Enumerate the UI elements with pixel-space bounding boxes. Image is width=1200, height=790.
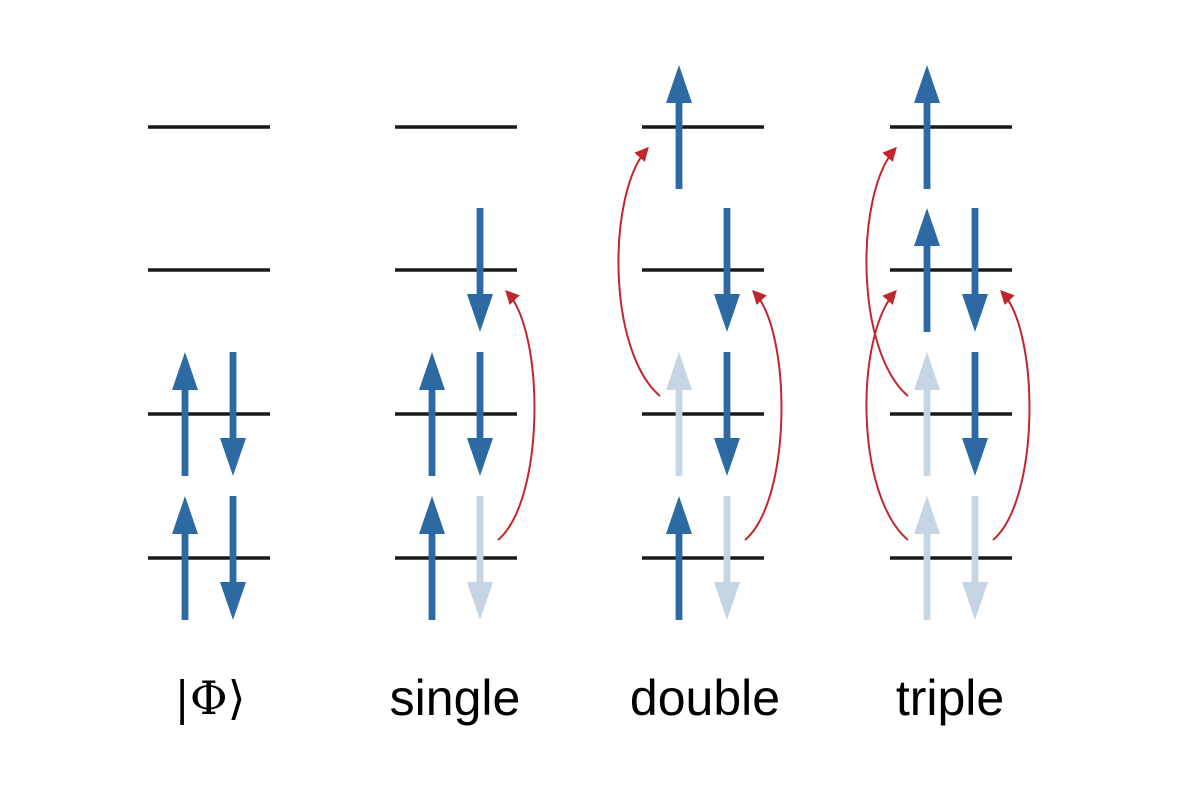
panel-triple xyxy=(865,65,1031,620)
spin-down-arrow-level-3 xyxy=(714,208,740,332)
vacated-spin-up-arrow-level-2-shaft xyxy=(675,388,683,476)
spin-up-arrow-level-2 xyxy=(172,352,198,476)
excitation-arrow-1-to-3-left xyxy=(865,289,909,541)
vacated-spin-down-arrow-level-1 xyxy=(962,496,988,620)
panel-double xyxy=(617,65,783,620)
double-excitation-label: double xyxy=(629,670,781,726)
vacated-spin-down-arrow-level-1-shaft xyxy=(971,496,979,584)
spin-down-arrow-level-2 xyxy=(220,352,246,476)
vacated-spin-up-arrow-level-2-head xyxy=(914,352,940,390)
vacated-spin-up-arrow-level-1 xyxy=(914,496,940,620)
triple-excitation-label: triple xyxy=(895,670,1005,726)
spin-up-arrow-level-1 xyxy=(666,496,692,620)
vacated-spin-up-arrow-level-1-head xyxy=(914,496,940,534)
vacated-spin-up-arrow-level-1-shaft xyxy=(923,532,931,620)
vacated-spin-down-arrow-level-1 xyxy=(714,496,740,620)
vacated-spin-down-arrow-level-1-head xyxy=(962,582,988,620)
spin-down-arrow-level-3 xyxy=(467,208,493,332)
panel-reference xyxy=(148,125,270,620)
spin-up-arrow-level-4 xyxy=(666,65,692,189)
spin-up-arrow-level-1 xyxy=(172,496,198,620)
spin-up-arrow-level-4-shaft xyxy=(923,101,931,189)
spin-down-arrow-level-1-shaft xyxy=(229,496,237,584)
spin-down-arrow-level-2-shaft xyxy=(971,352,979,440)
spin-down-arrow-level-3-shaft xyxy=(476,208,484,296)
spin-down-arrow-level-3-head xyxy=(467,294,493,332)
spin-up-arrow-level-1-shaft xyxy=(428,532,436,620)
vacated-spin-up-arrow-level-2-head xyxy=(666,352,692,390)
spin-up-arrow-level-1-head xyxy=(172,496,198,534)
spin-down-arrow-level-2-shaft xyxy=(476,352,484,440)
excitation-arrow-1-to-3-right xyxy=(992,289,1031,541)
spin-up-arrow-level-2-shaft xyxy=(181,388,189,476)
spin-down-arrow-level-2 xyxy=(962,352,988,476)
spin-up-arrow-level-4-shaft xyxy=(675,101,683,189)
spin-up-arrow-level-1-shaft xyxy=(181,532,189,620)
spin-down-arrow-level-2 xyxy=(467,352,493,476)
spin-down-arrow-level-1 xyxy=(220,496,246,620)
spin-up-arrow-level-1-head xyxy=(666,496,692,534)
vacated-spin-down-arrow-level-1 xyxy=(467,496,493,620)
spin-up-arrow-level-2 xyxy=(419,352,445,476)
spin-up-arrow-level-3-shaft xyxy=(923,244,931,332)
spin-down-arrow-level-3-shaft xyxy=(971,208,979,296)
spin-up-arrow-level-4-head xyxy=(914,65,940,103)
spin-down-arrow-level-2-shaft xyxy=(723,352,731,440)
vacated-spin-down-arrow-level-1-head xyxy=(467,582,493,620)
spin-up-arrow-level-4 xyxy=(914,65,940,189)
spin-down-arrow-level-2-shaft xyxy=(229,352,237,440)
spin-down-arrow-level-3-head xyxy=(714,294,740,332)
spin-up-arrow-level-2-head xyxy=(419,352,445,390)
vacated-spin-up-arrow-level-2 xyxy=(914,352,940,476)
spin-up-arrow-level-3 xyxy=(914,208,940,332)
excitation-arrow-2-to-4-left xyxy=(617,146,661,397)
reference-state-label: |Φ⟩ xyxy=(174,671,246,725)
spin-down-arrow-level-3 xyxy=(962,208,988,332)
vacated-spin-up-arrow-level-2 xyxy=(666,352,692,476)
vacated-spin-up-arrow-level-2-shaft xyxy=(923,388,931,476)
spin-up-arrow-level-2-head xyxy=(172,352,198,390)
spin-down-arrow-level-2-head xyxy=(220,438,246,476)
spin-up-arrow-level-4-head xyxy=(666,65,692,103)
single-excitation-label: single xyxy=(389,670,521,726)
excitation-arrow-1-to-3-right xyxy=(744,289,783,541)
spin-down-arrow-level-2-head xyxy=(467,438,493,476)
spin-up-arrow-level-1-head xyxy=(419,496,445,534)
spin-down-arrow-level-3-head xyxy=(962,294,988,332)
spin-up-arrow-level-1-shaft xyxy=(675,532,683,620)
panel-single xyxy=(395,125,536,620)
spin-down-arrow-level-2 xyxy=(714,352,740,476)
spin-up-arrow-level-1 xyxy=(419,496,445,620)
spin-down-arrow-level-2-head xyxy=(962,438,988,476)
vacated-spin-down-arrow-level-1-shaft xyxy=(476,496,484,584)
spin-down-arrow-level-3-shaft xyxy=(723,208,731,296)
spin-up-arrow-level-2-shaft xyxy=(428,388,436,476)
vacated-spin-down-arrow-level-1-head xyxy=(714,582,740,620)
excitation-arrow-2-to-4-left xyxy=(865,146,909,397)
spin-down-arrow-level-2-head xyxy=(714,438,740,476)
spin-up-arrow-level-3-head xyxy=(914,208,940,246)
excitation-arrow-1-to-3-right xyxy=(497,289,536,541)
spin-down-arrow-level-1-head xyxy=(220,582,246,620)
vacated-spin-down-arrow-level-1-shaft xyxy=(723,496,731,584)
